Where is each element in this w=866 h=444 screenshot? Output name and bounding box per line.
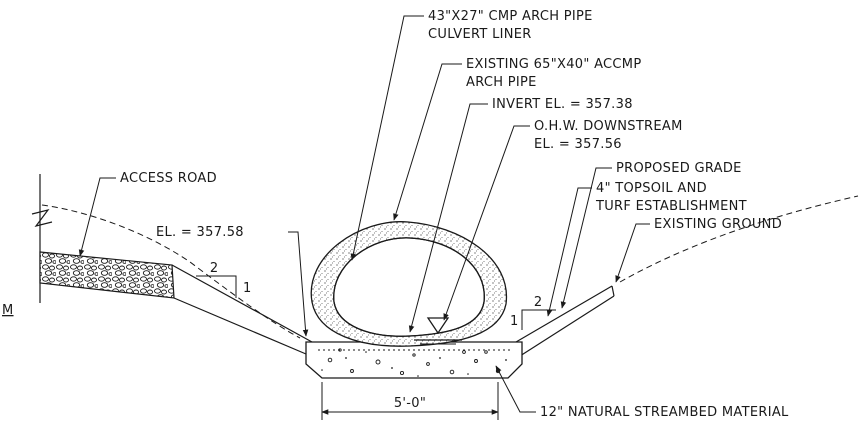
leader-lines: [78, 15, 650, 413]
water-surface-symbol: [414, 317, 462, 345]
existing-pipe-label-line1: EXISTING 65"X40" ACCMP: [466, 57, 641, 72]
proposed-grade-label: PROPOSED GRADE: [616, 161, 742, 176]
width-dimension: 5'-0": [321, 382, 499, 420]
ohw-label-line1: O.H.W. DOWNSTREAM: [534, 119, 683, 134]
elevation-label: EL. = 357.58: [156, 225, 244, 240]
topsoil-label-line2: TURF ESTABLISHMENT: [595, 199, 747, 214]
invert-label: INVERT EL. = 357.38: [492, 97, 633, 112]
existing-arch-pipe: [310, 221, 508, 347]
cmp-arch-liner: [333, 237, 485, 337]
edge-mark: M: [2, 303, 14, 318]
left-slope-run: 2: [210, 261, 218, 276]
streambed-material: [305, 341, 523, 379]
access-road-gravel: [39, 251, 175, 299]
existing-ground-line: [41, 195, 859, 339]
streambed-label: 12" NATURAL STREAMBED MATERIAL: [540, 405, 789, 420]
right-side-slope: [515, 285, 615, 357]
liner-label-line1: 43"X27" CMP ARCH PIPE: [428, 9, 593, 24]
left-slope-rise: 1: [243, 281, 251, 296]
topsoil-label-line1: 4" TOPSOIL AND: [596, 181, 707, 196]
left-slope-indicator: 2 1: [196, 261, 251, 298]
left-side-slope: [171, 264, 313, 355]
liner-label-line2: CULVERT LINER: [428, 27, 532, 42]
right-slope-run: 2: [534, 295, 542, 310]
right-slope-indicator: 2 1: [510, 295, 556, 330]
right-slope-rise: 1: [510, 314, 518, 329]
existing-ground-label: EXISTING GROUND: [654, 217, 782, 232]
access-road-label: ACCESS ROAD: [120, 171, 217, 186]
width-dimension-text: 5'-0": [394, 396, 426, 411]
callout-labels: 43"X27" CMP ARCH PIPE CULVERT LINER EXIS…: [2, 9, 789, 420]
existing-pipe-label-line2: ARCH PIPE: [466, 75, 537, 90]
ohw-label-line2: EL. = 357.56: [534, 137, 622, 152]
